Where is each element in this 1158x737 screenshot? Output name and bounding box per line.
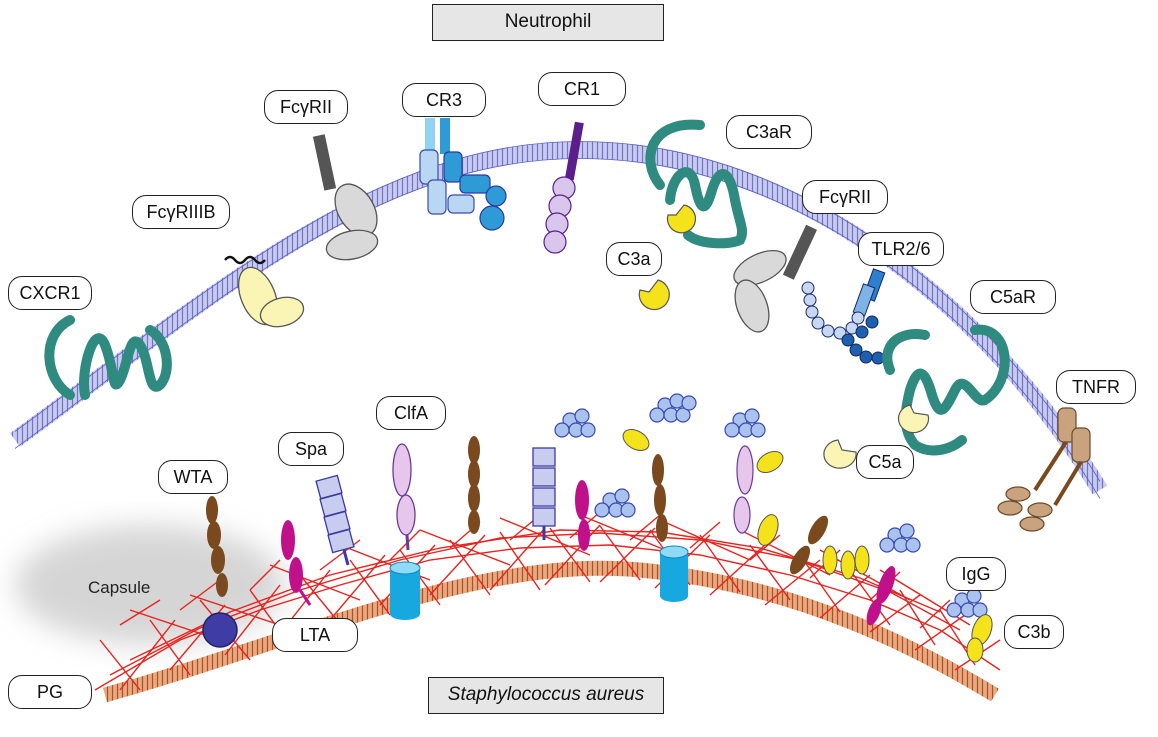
label-pg: PG [8,675,92,709]
c5ar-receptor [882,324,1010,456]
cr3-receptor [419,118,507,231]
label-wta: WTA [158,460,228,494]
c5a-bound [897,404,930,434]
porin-right [659,545,689,602]
label-c5a: C5a [856,445,914,479]
wta-middle [468,436,480,534]
cr1-receptor [543,121,584,254]
lta-molecule [281,520,312,606]
wta-molecule [206,496,228,597]
spa-with-igg [532,447,556,540]
label-c3a: C3a [606,242,662,276]
label-fcgr3b: FcγRIIIB [132,195,230,229]
label-fcgr2-left: FcγRII [264,90,348,124]
fcgr3b-receptor [224,255,305,328]
tnfr-receptor [997,407,1091,532]
label-tlr: TLR2/6 [858,232,944,266]
label-capsule: Capsule [88,578,151,597]
fcgr2-left-receptor [312,134,379,261]
label-tnfr: TNFR [1056,370,1136,404]
label-spa: Spa [278,432,344,466]
label-cxcr1: CXCR1 [8,276,92,310]
label-cr1: CR1 [538,72,626,106]
cxcr1-receptor [44,315,172,400]
c3a-bound [666,204,697,234]
spa-molecule [315,474,355,566]
pg-marker [202,612,238,648]
label-cr3: CR3 [402,83,486,117]
bacterial-membrane [102,560,999,703]
label-clfa: ClfA [376,396,446,430]
tlr-receptor [801,268,886,365]
bacterium-title: Staphylococcus aureus [428,677,664,714]
porin-left [389,561,421,620]
igg-clusters [554,393,988,618]
label-igg: IgG [946,557,1006,591]
c3ar-receptor [645,119,748,249]
fcgr2-right-receptor [733,224,818,333]
surface-proteins-middle [575,429,993,663]
label-c3b: C3b [1004,615,1064,649]
label-lta: LTA [272,618,358,652]
c5a-free [823,439,857,469]
clfa-molecule [392,443,416,551]
c3a-free [638,279,670,311]
neutrophil-title: Neutrophil [432,4,664,41]
label-c3ar: C3aR [726,115,812,149]
label-c5ar: C5aR [970,280,1056,314]
label-fcgr2-right: FcγRII [802,180,888,214]
